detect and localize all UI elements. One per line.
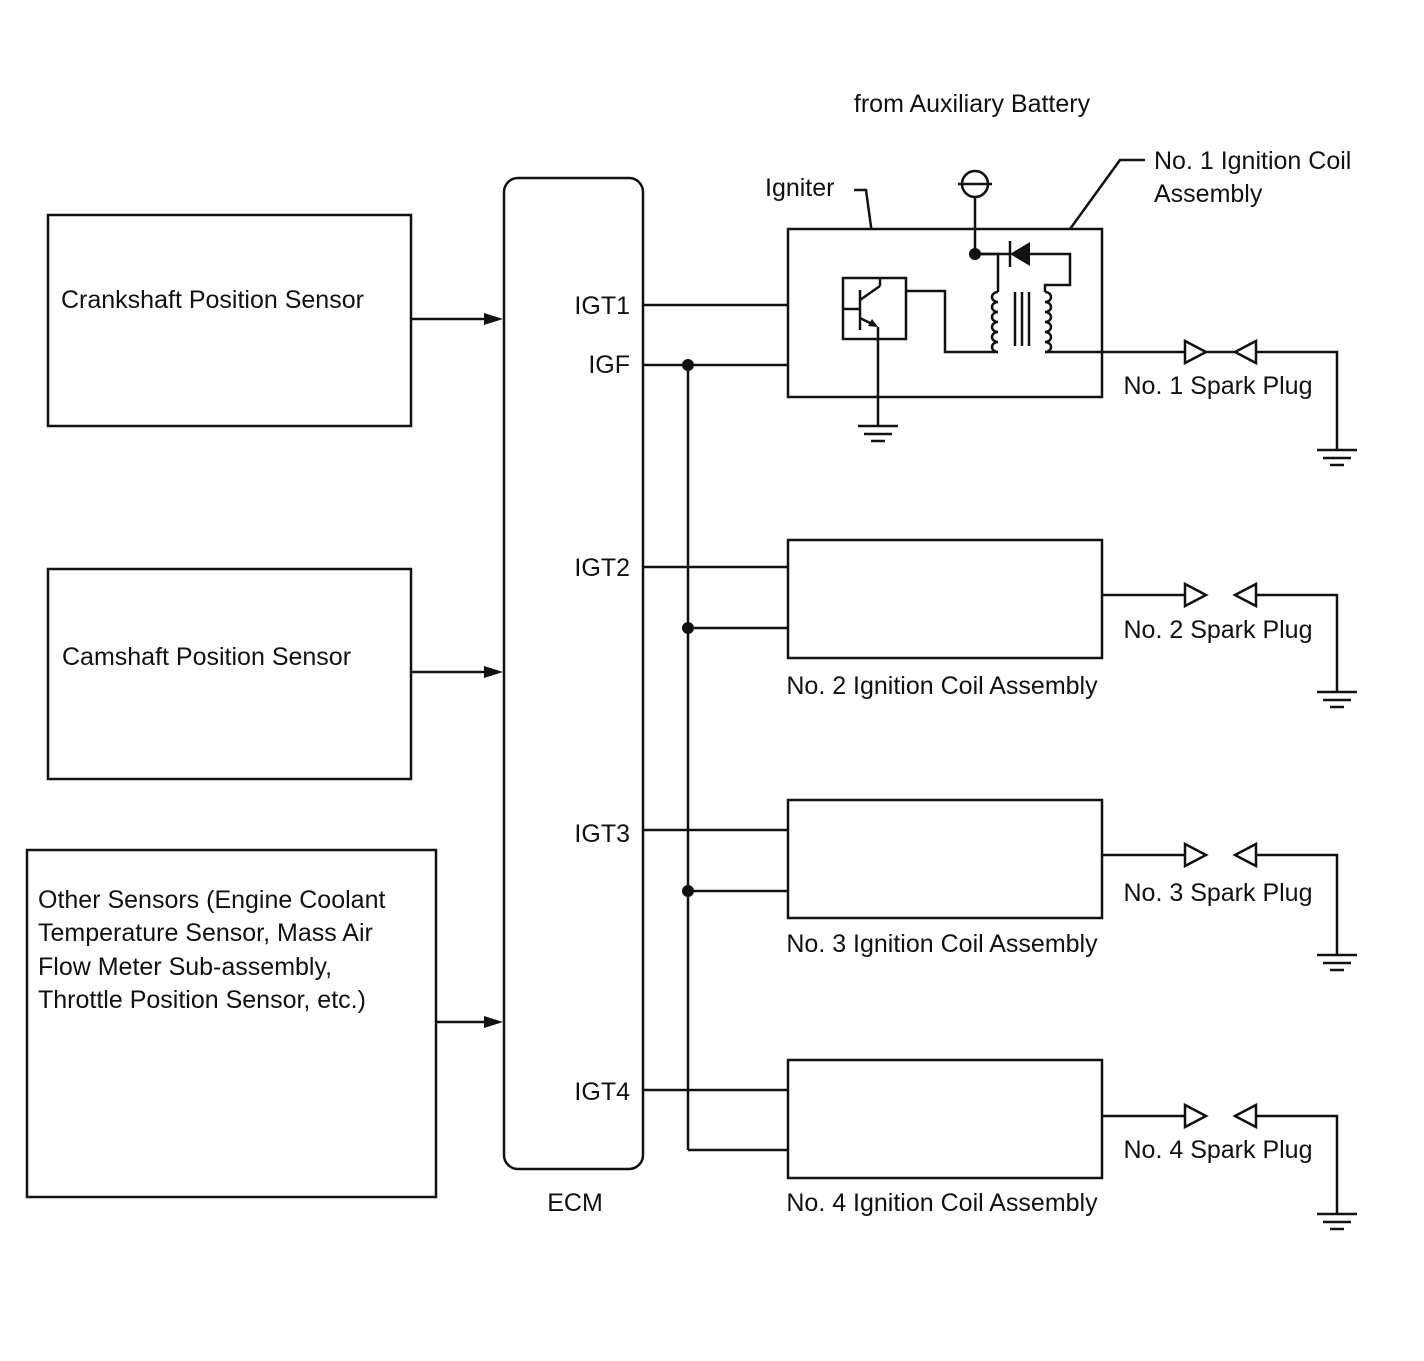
sensor-signal-arrows	[411, 313, 503, 1028]
ground-icon	[1317, 690, 1357, 709]
crankshaft-sensor: Crankshaft Position Sensor	[46, 213, 413, 428]
camshaft-sensor-label: Camshaft Position Sensor	[62, 643, 351, 671]
ignition-coil-4: No. 4 Ignition Coil Assembly	[786, 1058, 1104, 1217]
coil4-label: No. 4 Ignition Coil Assembly	[786, 1189, 1098, 1217]
ground-icon	[1317, 1212, 1357, 1231]
igniter-ground-icon	[858, 424, 898, 443]
coil3-label: No. 3 Ignition Coil Assembly	[786, 930, 1098, 958]
other-sensors-label-line4: Throttle Position Sensor, etc.)	[38, 986, 366, 1014]
spark-plug-1: No. 1 Spark Plug	[1124, 338, 1357, 467]
ecm-pin-igt2: IGT2	[574, 554, 630, 582]
camshaft-sensor: Camshaft Position Sensor	[46, 567, 413, 781]
coil1-label-line1: No. 1 Ignition Coil	[1154, 147, 1351, 175]
coil1-label-line2: Assembly	[1154, 180, 1263, 208]
other-sensors-label-line3: Flow Meter Sub-assembly,	[38, 953, 332, 981]
other-sensors: Other Sensors (Engine Coolant Temperatur…	[25, 848, 438, 1199]
ecm-pin-igt1: IGT1	[574, 292, 630, 320]
auxiliary-battery-label: from Auxiliary Battery	[854, 90, 1091, 118]
spark-plug-4-label: No. 4 Spark Plug	[1124, 1136, 1313, 1164]
ignition-coil-2: No. 2 Ignition Coil Assembly	[786, 538, 1104, 700]
ignition-coil-1: from Auxiliary Battery No. 1 Ignition Co…	[765, 90, 1351, 443]
transformer-icon	[990, 290, 1053, 354]
other-sensors-label-line2: Temperature Sensor, Mass Air	[38, 919, 373, 947]
spark-plug-2-label: No. 2 Spark Plug	[1124, 616, 1313, 644]
spark-plug-2: No. 2 Spark Plug	[1102, 581, 1357, 709]
ignition-coil-3: No. 3 Ignition Coil Assembly	[786, 798, 1104, 958]
other-sensors-label-line1: Other Sensors (Engine Coolant	[38, 886, 385, 914]
coil2-label: No. 2 Ignition Coil Assembly	[786, 672, 1098, 700]
igniter-transistor-icon	[841, 276, 908, 341]
ecm-pin-igt4: IGT4	[574, 1078, 630, 1106]
ecm-coil-wiring	[643, 303, 788, 1152]
spark-plug-3-label: No. 3 Spark Plug	[1124, 879, 1313, 907]
diode-icon	[1008, 241, 1072, 292]
igniter-label: Igniter	[765, 174, 834, 202]
crankshaft-sensor-label: Crankshaft Position Sensor	[61, 286, 364, 314]
ground-icon	[1317, 448, 1357, 467]
ecm-unit: IGT1 IGF IGT2 IGT3 IGT4 ECM	[502, 176, 645, 1217]
battery-terminal-icon	[958, 169, 992, 254]
spark-plug-3: No. 3 Spark Plug	[1102, 841, 1357, 972]
ground-icon	[1317, 953, 1357, 972]
spark-plug-1-label: No. 1 Spark Plug	[1124, 372, 1313, 400]
spark-plug-4: No. 4 Spark Plug	[1102, 1102, 1357, 1231]
ecm-label: ECM	[547, 1189, 603, 1217]
ecm-pin-igt3: IGT3	[574, 820, 630, 848]
ecm-pin-igf: IGF	[588, 351, 630, 379]
